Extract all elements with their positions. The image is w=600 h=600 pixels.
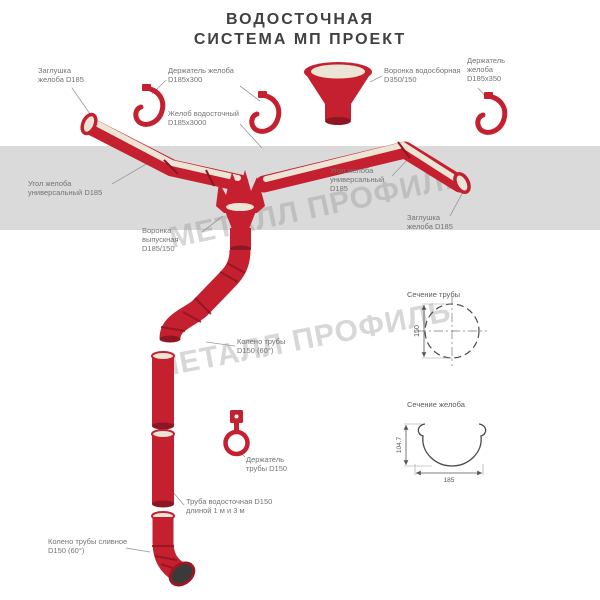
- label-gutter-end-cap-right: Заглушка желоба D185: [407, 213, 453, 231]
- page-title-line2: СИСТЕМА МП ПРОЕКТ: [193, 31, 407, 48]
- collecting-funnel: [304, 62, 372, 125]
- pipe-cross-section: 150: [414, 296, 487, 366]
- label-downpipe: Труба водосточная D150 длиной 1 м и 3 м: [186, 497, 273, 515]
- roof-band: [0, 146, 600, 230]
- label-gutter-section-title: Сечение желоба: [407, 400, 465, 409]
- gutter-right-run: [255, 141, 471, 195]
- page-title: ВОДОСТОЧНАЯ СИСТЕМА МП ПРОЕКТ: [0, 10, 600, 50]
- pipe-holder-part: [223, 410, 250, 457]
- downpipe: [151, 351, 175, 508]
- label-gutter-holder-300: Держатель желоба D185х300: [168, 66, 234, 84]
- gutter-cross-section: 104.7 185: [396, 423, 487, 484]
- label-pipe-section-title: Сечение трубы: [407, 290, 461, 299]
- label-pipe-holder: Держатель трубы D150: [246, 455, 288, 473]
- label-gutter-holder-350: Держатель желоба D185х350: [467, 56, 506, 83]
- label-pipe-elbow: Колено трубы D150 (60°): [237, 337, 286, 355]
- gutter-hook-left: [136, 84, 163, 124]
- gutter-end-cap-right: [453, 171, 471, 195]
- label-outlet-funnel: Воронка выпускная D185/150: [142, 226, 179, 253]
- label-gutter-end-cap-left: Заглушка желоба D185: [38, 66, 84, 84]
- label-gutter-corner-left: Угол желоба универсальный D185: [28, 179, 103, 197]
- gutter-hook-right: [478, 92, 505, 132]
- gutter-width-dimension: 185: [444, 477, 455, 484]
- label-gutter: Желоб водосточный D185х3000: [168, 109, 239, 127]
- gutter-height-dimension: 104.7: [396, 436, 403, 453]
- page-title-line1: ВОДОСТОЧНАЯ: [225, 11, 375, 28]
- label-collecting-funnel: Воронка водосборная D350/150: [384, 66, 461, 84]
- drain-elbow: [151, 511, 196, 587]
- gutter-left-run: [80, 112, 249, 192]
- gutter-end-cap-left: [80, 112, 98, 136]
- label-gutter-corner-right: Угол желоба универсальный D185: [330, 166, 385, 193]
- gutter-hook-middle: [252, 91, 279, 131]
- label-drain-elbow: Колено трубы сливное D150 (60°): [48, 537, 128, 555]
- pipe-elbow-upper: [159, 249, 251, 343]
- pipe-diameter-dimension: 150: [414, 325, 421, 337]
